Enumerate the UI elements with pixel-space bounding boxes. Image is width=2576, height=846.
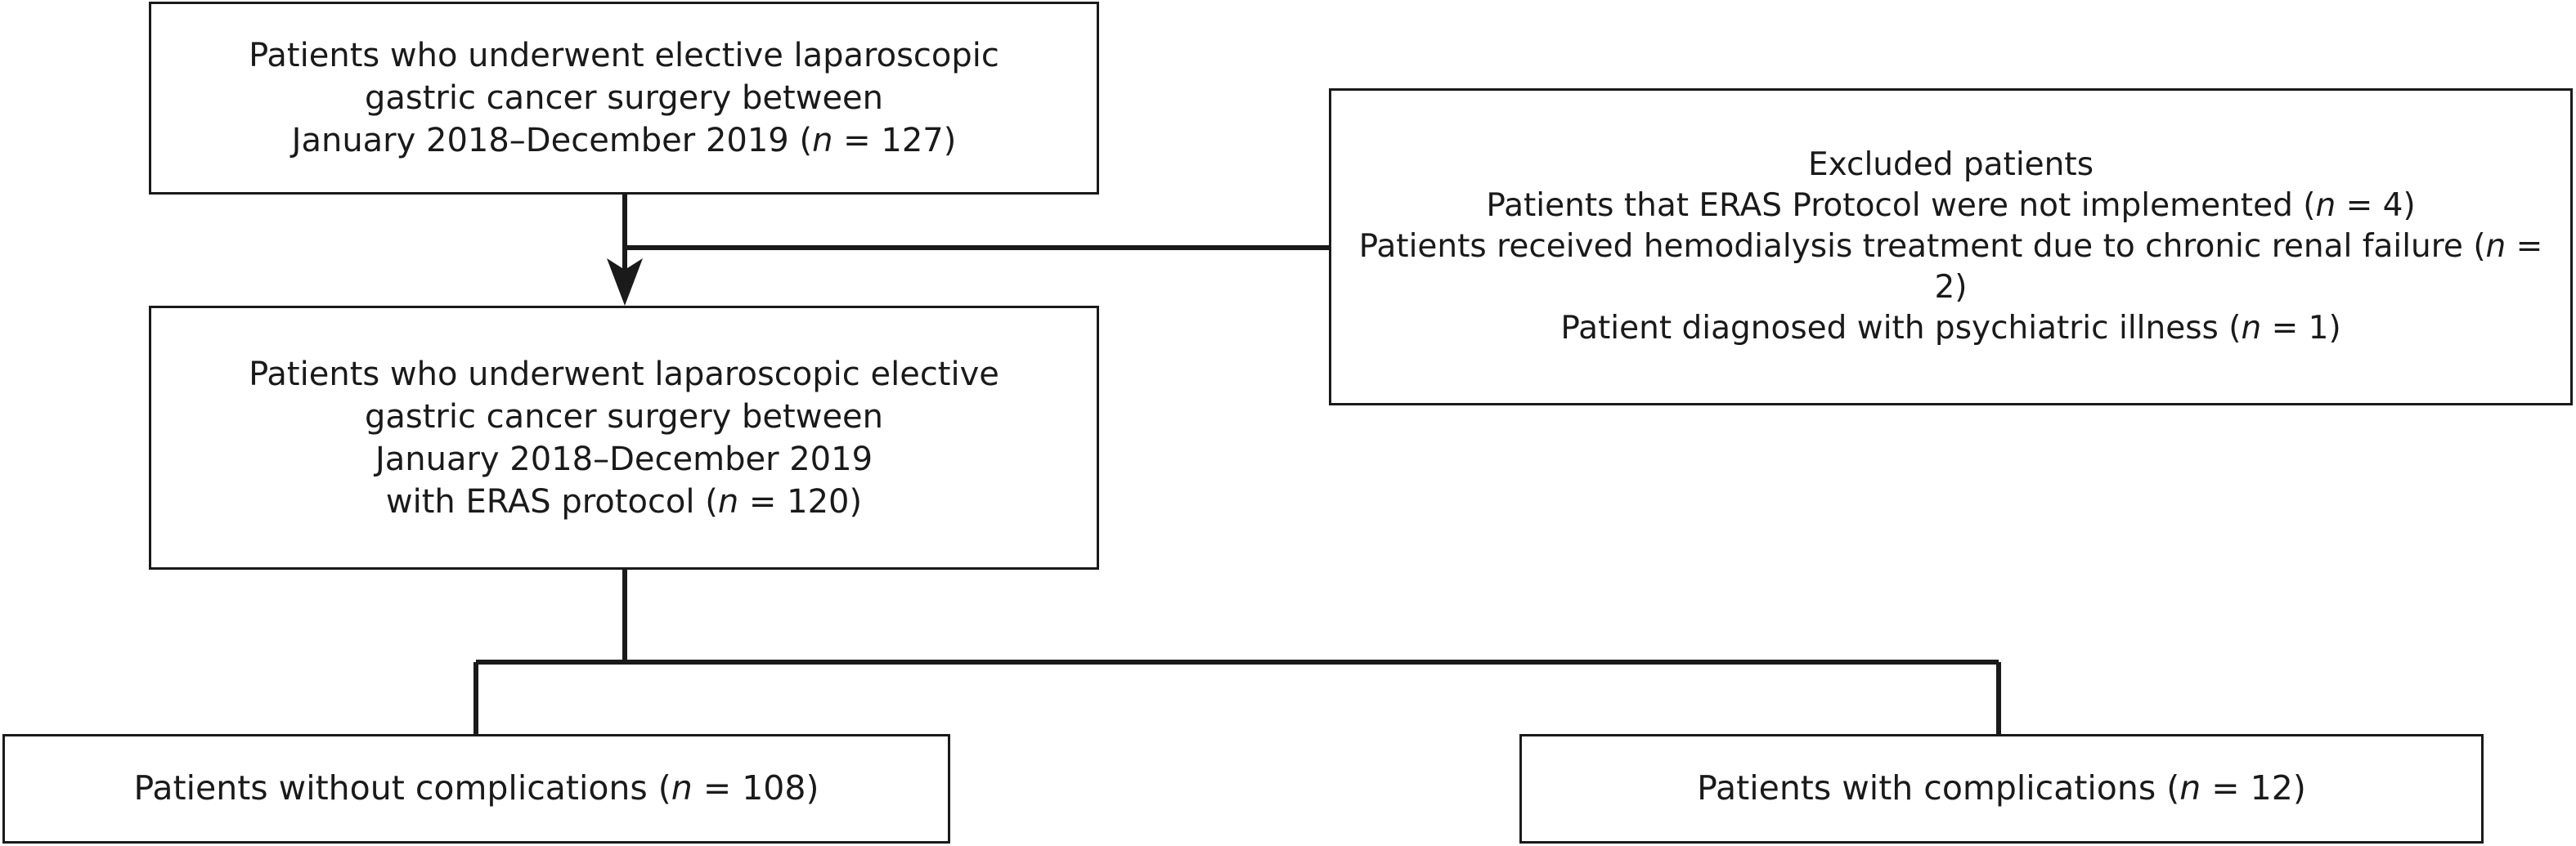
excluded-reason-3-n-symbol: n [2241, 309, 2262, 347]
node-without-complications-text: Patients without complications (n = 108) [123, 767, 831, 810]
arrowhead-into-eras [607, 258, 643, 306]
with-complications-suffix: = 12) [2201, 768, 2306, 808]
node-cohort-eras-text: Patients who underwent laparoscopic elec… [237, 353, 1011, 523]
without-complications-prefix: Patients without complications ( [133, 768, 671, 808]
cohort-eras-line3: January 2018–December 2019 [375, 440, 873, 478]
node-without-complications: Patients without complications (n = 108) [2, 734, 950, 844]
excluded-reason-1-prefix: Patients that ERAS Protocol were not imp… [1486, 187, 2316, 225]
cohort-eras-line2: gastric cancer surgery between [364, 397, 884, 436]
excluded-reason-1-n-symbol: n [2315, 187, 2336, 225]
excluded-reason-1-suffix: = 4) [2336, 187, 2416, 225]
node-cohort-initial-text: Patients who underwent elective laparosc… [237, 34, 1011, 162]
cohort-eras-line1: Patients who underwent laparoscopic elec… [249, 355, 999, 393]
excluded-reason-2-suffix: = 2) [1934, 228, 2543, 306]
without-complications-suffix: = 108) [692, 768, 819, 808]
excluded-reason-3-prefix: Patient diagnosed with psychiatric illne… [1560, 309, 2242, 347]
without-complications-n-symbol: n [671, 768, 693, 808]
excluded-reason-2-prefix: Patients received hemodialysis treatment… [1358, 228, 2486, 266]
with-complications-prefix: Patients with complications ( [1697, 768, 2180, 808]
cohort-eras-line4-prefix: with ERAS protocol ( [385, 482, 718, 521]
cohort-initial-line1: Patients who underwent elective laparosc… [249, 37, 999, 74]
node-cohort-initial: Patients who underwent elective laparosc… [149, 2, 1099, 195]
cohort-initial-n-symbol: n [812, 122, 833, 159]
cohort-eras-n-symbol: n [717, 482, 739, 521]
node-with-complications-text: Patients with complications (n = 12) [1685, 767, 2318, 810]
node-with-complications: Patients with complications (n = 12) [1519, 734, 2484, 844]
node-cohort-eras: Patients who underwent laparoscopic elec… [149, 306, 1099, 570]
cohort-eras-line4-suffix: = 120) [738, 482, 863, 521]
with-complications-n-symbol: n [2179, 768, 2201, 808]
excluded-heading: Excluded patients [1807, 146, 2094, 184]
cohort-initial-line2: gastric cancer surgery between [364, 79, 884, 117]
excluded-reason-3-suffix: = 1) [2261, 309, 2341, 347]
cohort-initial-line3-prefix: January 2018–December 2019 ( [291, 122, 813, 159]
excluded-reason-2-n-symbol: n [2485, 228, 2506, 266]
cohort-initial-line3-suffix: = 127) [832, 122, 957, 159]
